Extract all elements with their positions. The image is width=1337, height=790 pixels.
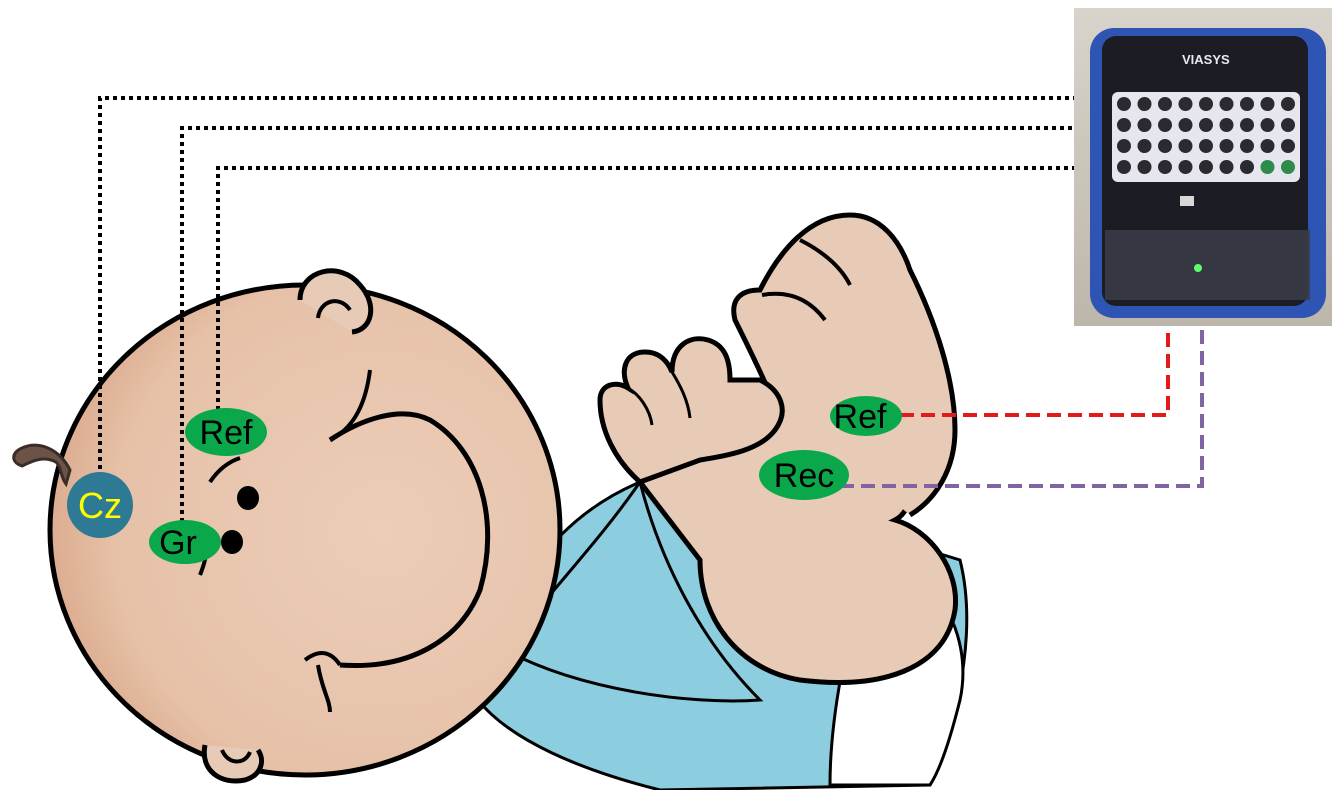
device-port — [1199, 118, 1213, 132]
electrode-cz-label: Cz — [78, 485, 122, 526]
device-port — [1261, 160, 1275, 174]
electrode-ground-label: Gr — [159, 524, 197, 562]
electrode-rec: Rec — [759, 450, 849, 500]
device-port — [1199, 160, 1213, 174]
device-port — [1117, 139, 1131, 153]
electrode-rec-label: Rec — [774, 457, 834, 495]
device-port — [1199, 97, 1213, 111]
device-port — [1220, 118, 1234, 132]
baby-eye-lower — [221, 530, 243, 554]
device-port — [1138, 118, 1152, 132]
device-port — [1138, 139, 1152, 153]
device-port — [1240, 139, 1254, 153]
device-port — [1240, 160, 1254, 174]
device-port — [1199, 139, 1213, 153]
device-port — [1281, 160, 1295, 174]
device-port — [1117, 97, 1131, 111]
baby-illustration — [14, 215, 967, 790]
device-port — [1158, 160, 1172, 174]
device-port — [1240, 97, 1254, 111]
device-port — [1220, 139, 1234, 153]
electrode-ref-arm-label: Ref — [834, 398, 887, 436]
device-port — [1261, 97, 1275, 111]
device-port — [1281, 97, 1295, 111]
electrode-ground: Gr — [149, 520, 221, 564]
device-port — [1158, 139, 1172, 153]
device-port — [1240, 118, 1254, 132]
device-port — [1138, 97, 1152, 111]
device-port — [1179, 118, 1193, 132]
device-port — [1158, 97, 1172, 111]
device-port — [1117, 118, 1131, 132]
device-port — [1158, 118, 1172, 132]
electrode-ref-head: Ref — [185, 408, 267, 456]
device-port — [1117, 160, 1131, 174]
device-port — [1179, 139, 1193, 153]
device-brand: VIASYS — [1182, 52, 1230, 67]
device-port — [1281, 139, 1295, 153]
device-port — [1281, 118, 1295, 132]
device-port — [1220, 160, 1234, 174]
electrode-ref-arm: Ref — [830, 396, 902, 436]
baby-eye-upper — [237, 486, 259, 510]
device-port — [1261, 118, 1275, 132]
electrode-cz: Cz — [67, 472, 133, 538]
baby-head — [50, 285, 560, 775]
device-port — [1179, 160, 1193, 174]
device-port — [1138, 160, 1152, 174]
eeg-amplifier-device: VIASYS — [1074, 8, 1332, 326]
device-port — [1179, 97, 1193, 111]
device-port — [1261, 139, 1275, 153]
device-port — [1220, 97, 1234, 111]
electrode-ref-head-label: Ref — [200, 414, 253, 452]
